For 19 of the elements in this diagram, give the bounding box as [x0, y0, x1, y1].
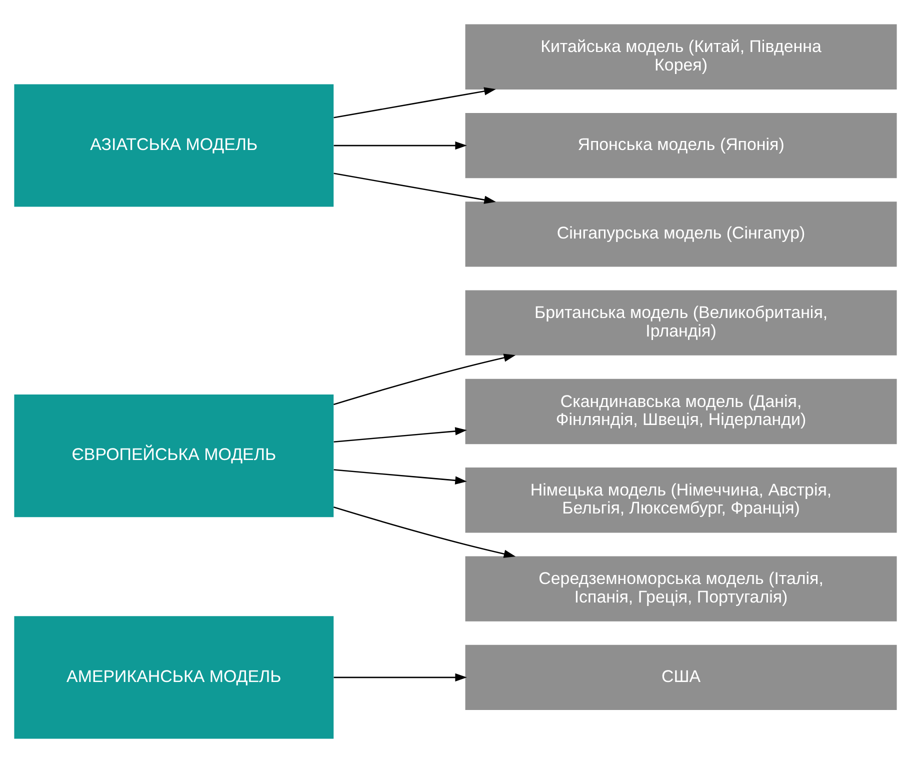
- arrow: [333, 140, 466, 150]
- node-box: Китайська модель (Китай, Південна Корея): [464, 24, 896, 89]
- node-box: Британська модель (Великобританія, Ірландія): [464, 290, 896, 355]
- node-box: ЄВРОПЕЙСЬКА МОДЕЛЬ: [14, 394, 334, 517]
- arrow: [333, 86, 496, 118]
- arrow: [333, 426, 466, 442]
- node-box: США: [464, 644, 896, 710]
- node-box: АЗІАТСЬКА МОДЕЛЬ: [14, 84, 334, 206]
- node-box: АМЕРИКАНСЬКА МОДЕЛЬ: [14, 616, 334, 738]
- node-box: Японська модель (Японія): [464, 112, 896, 178]
- node-box: Скандинавська модель (Данія, Фінляндія, Швеція, Нідерланди): [464, 378, 896, 444]
- node-box: Сінгапурська модель (Сінгапур): [464, 201, 896, 266]
- node-box: Середземноморська модель (Італія, Іспанія, Греція, Португалія): [464, 556, 896, 621]
- arrow: [332, 506, 516, 558]
- arrow: [332, 353, 516, 405]
- arrow: [333, 672, 466, 682]
- arrow: [333, 172, 496, 204]
- node-box: Німецька модель (Німеччина, Австрія, Бельгія, Люксембург, Франція): [464, 467, 896, 532]
- arrow: [333, 468, 466, 484]
